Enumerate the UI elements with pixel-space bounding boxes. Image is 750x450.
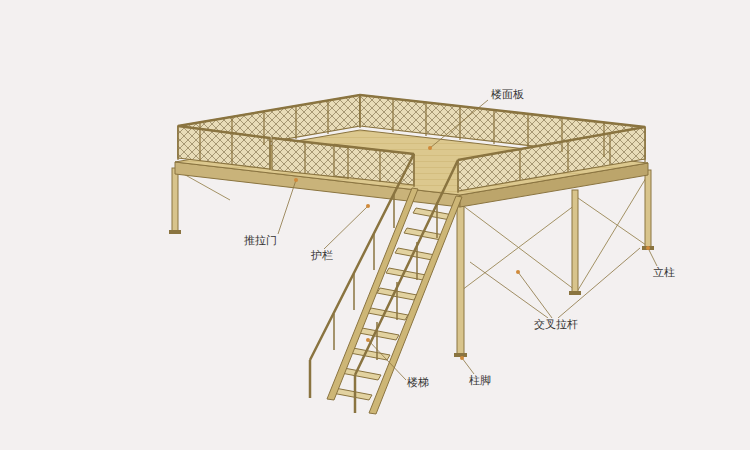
leader-dots	[294, 146, 650, 360]
part-label: 推拉门	[243, 234, 278, 248]
part-label: 楼面板	[490, 88, 525, 102]
part-label: 护栏	[310, 249, 334, 263]
part-label: 交叉拉杆	[533, 318, 579, 332]
part-label: 柱脚	[468, 374, 492, 388]
part-label: 楼梯	[406, 376, 430, 390]
stairs	[310, 154, 462, 414]
leader-lines	[278, 100, 657, 380]
part-label: 立柱	[652, 266, 676, 280]
guard-rails	[178, 95, 645, 193]
column-feet	[169, 230, 654, 357]
